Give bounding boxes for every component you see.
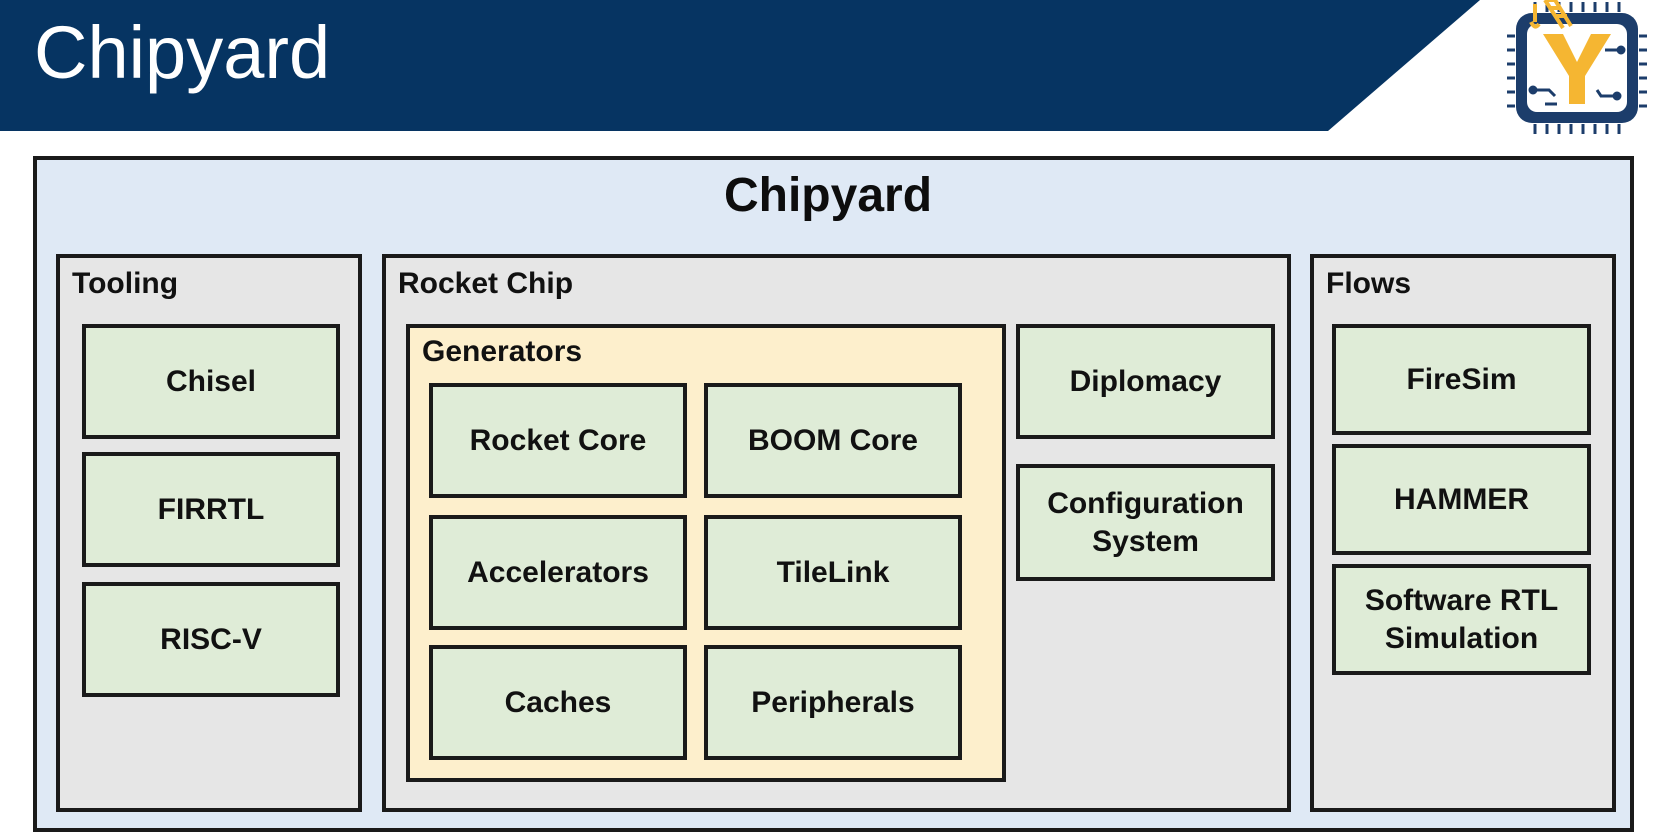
diplomacy-block: Diplomacy	[1016, 324, 1275, 439]
firesim-block: FireSim	[1332, 324, 1591, 435]
software-rtl-simulation-block: Software RTL Simulation	[1332, 564, 1591, 675]
flows-label: Flows	[1326, 267, 1412, 300]
rocket-chip-label: Rocket Chip	[398, 267, 574, 300]
hammer-block: HAMMER	[1332, 444, 1591, 555]
chisel-block: Chisel	[82, 324, 340, 439]
firrtl-block: FIRRTL	[82, 452, 340, 567]
peripherals-block: Peripherals	[704, 645, 962, 760]
configuration-system-block: Configuration System	[1016, 464, 1275, 581]
accelerators-block: Accelerators	[429, 515, 687, 630]
boom-core-block: BOOM Core	[704, 383, 962, 498]
tilelink-block: TileLink	[704, 515, 962, 630]
chipyard-title: Chipyard	[723, 169, 933, 222]
chipyard-logo	[1507, 0, 1647, 134]
caches-block: Caches	[429, 645, 687, 760]
tooling-label: Tooling	[72, 267, 179, 300]
risc-v-block: RISC-V	[82, 582, 340, 697]
generators-label: Generators	[422, 335, 583, 368]
title-banner	[0, 0, 1480, 131]
rocket-core-block: Rocket Core	[429, 383, 687, 498]
slide-title: Chipyard	[34, 11, 331, 94]
